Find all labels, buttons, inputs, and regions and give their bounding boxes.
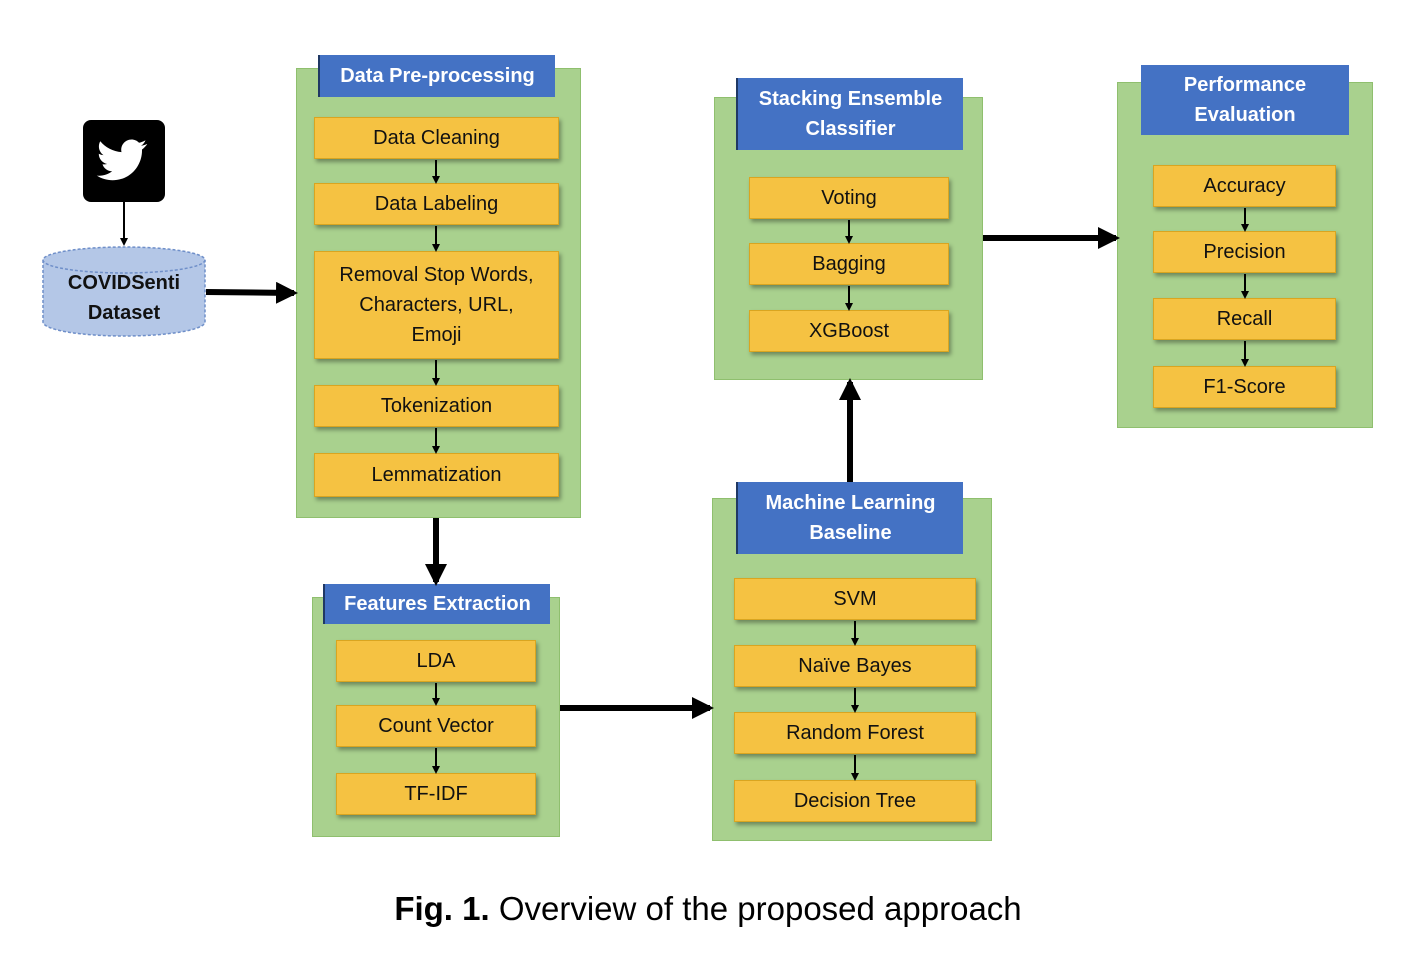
- step-data-cleaning: Data Cleaning: [314, 117, 559, 159]
- step-lda: LDA: [336, 640, 536, 682]
- step-lemmatization: Lemmatization: [314, 453, 559, 497]
- removal-line1: Removal Stop Words,: [339, 264, 534, 286]
- step-precision: Precision: [1153, 231, 1336, 273]
- dataset-label: COVIDSenti Dataset: [42, 268, 206, 328]
- preprocessing-header: Data Pre-processing: [318, 55, 555, 97]
- caption-text: Overview of the proposed approach: [489, 890, 1022, 927]
- step-tokenization: Tokenization: [314, 385, 559, 427]
- step-data-labeling: Data Labeling: [314, 183, 559, 225]
- features-header: Features Extraction: [323, 584, 550, 624]
- step-decision-tree: Decision Tree: [734, 780, 976, 822]
- caption-label: Fig. 1.: [394, 890, 490, 927]
- stacking-header: Stacking Ensemble Classifier: [736, 78, 963, 150]
- features-title: Features Extraction: [344, 593, 531, 615]
- ml-baseline-header: Machine Learning Baseline: [736, 482, 963, 554]
- step-xgboost: XGBoost: [749, 310, 949, 352]
- step-svm: SVM: [734, 578, 976, 620]
- stacking-title-line1: Stacking Ensemble: [758, 88, 943, 110]
- removal-line2: Characters, URL,: [359, 294, 514, 316]
- dataset-label-line1: COVIDSenti: [67, 272, 181, 294]
- stacking-title-line2: Classifier: [805, 118, 896, 140]
- step-f1-score: F1-Score: [1153, 366, 1336, 408]
- removal-line3: Emoji: [411, 324, 462, 346]
- preprocessing-title: Data Pre-processing: [340, 65, 535, 87]
- ml-baseline-title-line2: Baseline: [809, 522, 892, 544]
- ml-baseline-title-line1: Machine Learning: [765, 492, 936, 514]
- evaluation-header: Performance Evaluation: [1141, 65, 1349, 135]
- dataset-label-line2: Dataset: [87, 302, 161, 324]
- evaluation-title-line2: Evaluation: [1194, 104, 1296, 126]
- step-voting: Voting: [749, 177, 949, 219]
- step-accuracy: Accuracy: [1153, 165, 1336, 207]
- step-tf-idf: TF-IDF: [336, 773, 536, 815]
- step-naive-bayes: Naïve Bayes: [734, 645, 976, 687]
- twitter-icon: [83, 120, 165, 202]
- step-recall: Recall: [1153, 298, 1336, 340]
- evaluation-title-line1: Performance: [1183, 74, 1307, 96]
- arrow-dataset-to-preprocessing: [205, 281, 298, 304]
- figure-caption: Fig. 1. Overview of the proposed approac…: [0, 890, 1416, 928]
- dataset-cylinder: [42, 246, 206, 337]
